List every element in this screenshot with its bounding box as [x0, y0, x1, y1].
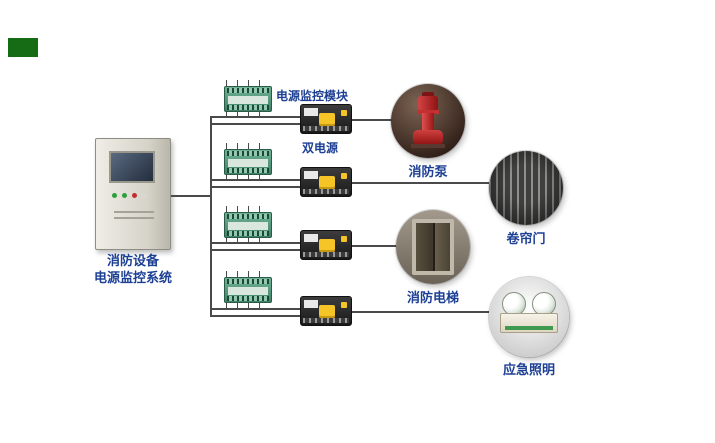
dual-power-switch [300, 296, 352, 326]
emergency-light-body [500, 313, 558, 333]
cabinet-bus-wire [171, 195, 210, 197]
ats-indicator [341, 236, 347, 242]
equipment-label-roller-door: 卷帘门 [506, 231, 546, 246]
ats-handle [319, 176, 335, 189]
system-title-line2: 电源监控系统 [93, 270, 172, 285]
ats-handle [319, 239, 335, 252]
ats-terminals [303, 126, 349, 131]
module-terminals [227, 296, 269, 301]
fire-elevator-photo [396, 210, 470, 284]
module-terminal-wires [226, 206, 270, 212]
branch-wire [210, 242, 302, 244]
pump-motor [418, 96, 438, 111]
dual-power-switch [300, 230, 352, 260]
dual-power-switch [300, 167, 352, 197]
ats-indicator [341, 110, 347, 116]
module-terminals [227, 105, 269, 110]
ats-terminals [303, 189, 349, 194]
dual-power-switch [300, 104, 352, 134]
module-display [228, 287, 268, 295]
equipment-label-fire-pump: 消防泵 [408, 164, 448, 179]
module-terminal-wires [226, 143, 270, 149]
module-terminal-wires [226, 303, 270, 308]
cabinet-screen [109, 151, 155, 183]
pump-pipe [422, 113, 434, 131]
module-terminal-wires [226, 271, 270, 277]
module-terminals [227, 279, 269, 284]
branch-wire [210, 116, 302, 118]
ats-label-sticker [304, 300, 318, 308]
ats-label-sticker [304, 234, 318, 242]
output-wire [352, 311, 489, 313]
dual-power-label: 双电源 [302, 141, 339, 155]
output-wire [352, 245, 396, 247]
module-terminal-wires [226, 238, 270, 243]
main-bus-wire [210, 116, 212, 317]
cabinet-button-green [112, 193, 117, 198]
cabinet-button-green [122, 193, 127, 198]
monitor-cabinet [95, 138, 171, 250]
branch-wire [210, 123, 302, 125]
emergency-lamp [532, 292, 556, 316]
power-monitor-module [224, 277, 272, 303]
branch-wire [210, 308, 302, 310]
module-display [228, 96, 268, 104]
module-label: 电源监控模块 [276, 89, 349, 103]
ats-label-sticker [304, 108, 318, 116]
system-title-line1: 消防设备 [106, 253, 159, 268]
cabinet-buttons [112, 193, 147, 198]
output-wire [352, 119, 392, 121]
output-wire [352, 182, 489, 184]
branch-wire [210, 179, 302, 181]
emergency-light-strip [505, 326, 553, 330]
elevator-door [416, 223, 450, 271]
module-display [228, 222, 268, 230]
module-terminal-wires [226, 112, 270, 117]
ats-indicator [341, 173, 347, 179]
module-terminals [227, 168, 269, 173]
power-monitor-module [224, 149, 272, 175]
pump-base [411, 144, 445, 148]
module-terminal-wires [226, 175, 270, 180]
pump-cap [422, 92, 434, 97]
cabinet-button-white [142, 193, 147, 198]
ats-handle [319, 305, 335, 318]
system-title: 消防设备 电源监控系统 [53, 252, 213, 286]
brand-mark [8, 38, 38, 57]
ats-label-sticker [304, 171, 318, 179]
module-display [228, 159, 268, 167]
roller-shutter-photo [489, 151, 563, 225]
cabinet-vent [114, 211, 154, 213]
module-terminal-wires [226, 80, 270, 86]
fire-pump-photo [391, 84, 465, 158]
module-terminals [227, 88, 269, 93]
power-monitor-module [224, 212, 272, 238]
ats-indicator [341, 302, 347, 308]
equipment-label-fire-elevator: 消防电梯 [406, 290, 459, 305]
power-monitor-module [224, 86, 272, 112]
cabinet-vent [114, 217, 154, 219]
module-terminals [227, 214, 269, 219]
ats-handle [319, 113, 335, 126]
branch-wire [210, 249, 302, 251]
emergency-light-photo [489, 277, 569, 357]
ats-terminals [303, 252, 349, 257]
equipment-label-emergency-lighting: 应急照明 [502, 362, 555, 377]
module-terminals [227, 151, 269, 156]
pump-flange [417, 110, 439, 114]
branch-wire [210, 186, 302, 188]
ats-terminals [303, 318, 349, 323]
branch-wire [210, 315, 302, 317]
cabinet-button-red [132, 193, 137, 198]
module-terminals [227, 231, 269, 236]
pump-volute [413, 130, 443, 145]
